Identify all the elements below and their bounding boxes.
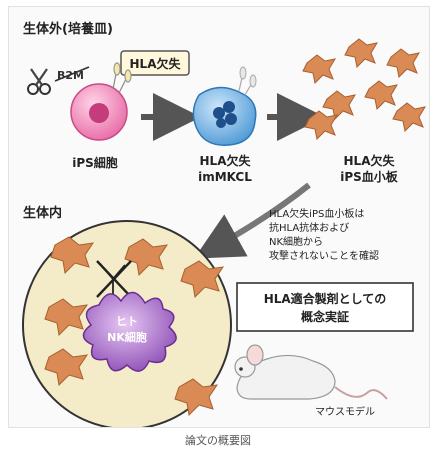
concept-line-2: 概念実証: [301, 309, 349, 324]
stage-platelet-label-1: HLA欠失: [344, 153, 396, 168]
nk-label-2: NK細胞: [107, 330, 147, 344]
figure: 生体外(培養皿) 生体内 B2M HLA欠失: [8, 6, 430, 430]
finding-line-1: HLA欠失iPS血小板は: [269, 207, 364, 220]
platelet-cluster: [302, 38, 427, 141]
immkcl-cell: [192, 66, 257, 146]
in-vivo-platelets: [44, 236, 225, 417]
antibody-icon: [96, 260, 132, 298]
stage-platelet-label-2: iPS血小板: [340, 169, 399, 184]
mouse-icon: [234, 344, 388, 400]
concept-line-1: HLA適合製剤としての: [264, 291, 387, 306]
stage-mk-label-2: imMKCL: [198, 170, 252, 184]
arrow-to-in-vivo: [194, 182, 311, 259]
hla-molecule-icon: [112, 62, 132, 94]
figure-caption: 論文の概要図: [185, 434, 251, 447]
hla-deficient-tag: HLA欠失: [130, 56, 182, 71]
scissors-icon: [27, 68, 51, 95]
in-vivo-label: 生体内: [23, 205, 62, 221]
mouse-label: マウスモデル: [315, 405, 375, 418]
finding-line-3: NK細胞から: [269, 235, 323, 248]
diagram: 生体外(培養皿) 生体内 B2M HLA欠失: [22, 21, 427, 430]
hla-deficient-callout: HLA欠失: [120, 50, 190, 76]
concept-box: HLA適合製剤としての 概念実証: [236, 282, 414, 332]
finding-line-4: 攻撃されないことを確認: [269, 249, 379, 262]
ips-cell: [70, 62, 132, 141]
in-vitro-label: 生体外(培養皿): [23, 21, 113, 37]
nk-cell: ヒト NK細胞: [82, 291, 177, 372]
nk-label-1: ヒト: [116, 315, 138, 328]
stage-ips-label: iPS細胞: [72, 155, 118, 170]
finding-line-2: 抗HLA抗体および: [269, 221, 349, 234]
stage-mk-label-1: HLA欠失: [200, 153, 252, 168]
b2m-strikeout: [54, 66, 90, 82]
